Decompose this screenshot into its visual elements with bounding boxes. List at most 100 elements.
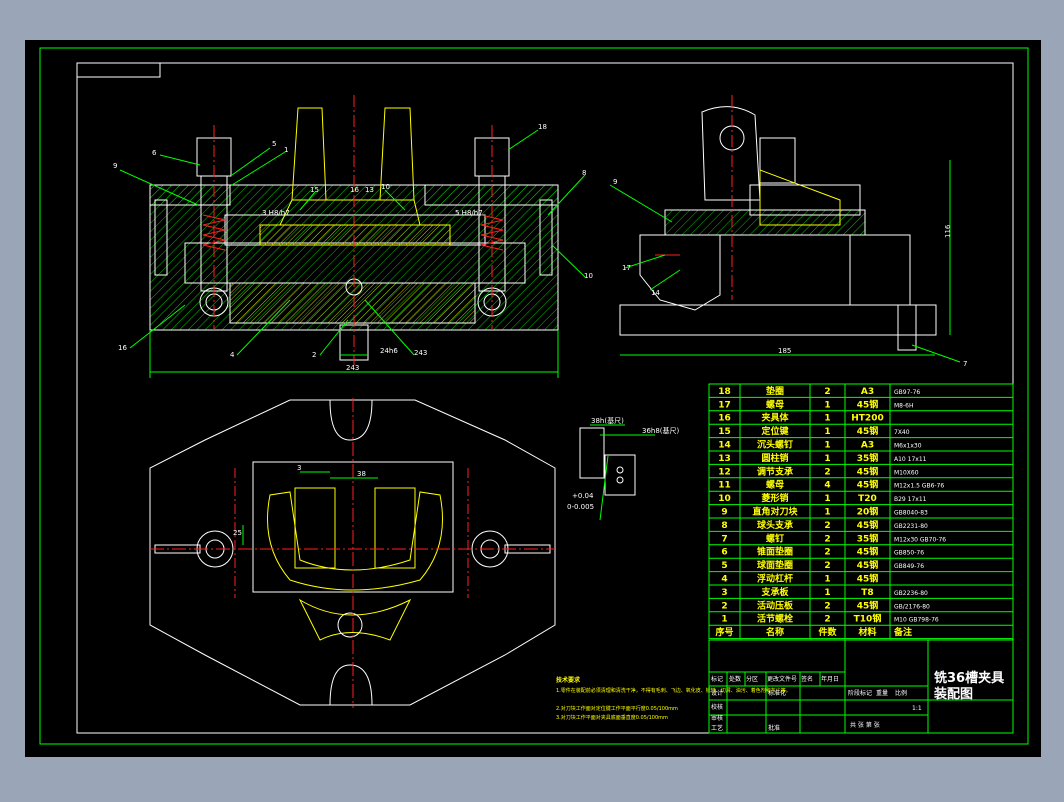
side-view-labels: 9 17 14 7 116 185 <box>613 178 967 368</box>
bom-name-17: 螺母 <box>766 398 784 410</box>
tb-cell-1: 处数 <box>729 675 741 683</box>
bom-name-16: 夹具体 <box>761 412 789 424</box>
bom-qty-14: 1 <box>824 441 830 451</box>
bom-mat-15: 45钢 <box>857 425 879 437</box>
bom-qty-5: 2 <box>824 561 830 571</box>
bom-no-8: 8 <box>721 521 727 531</box>
tech-line-2: 3.对刀块工作平面对夹具底面垂直度0.05/100mm <box>556 714 668 721</box>
bom-mat-14: A3 <box>861 441 874 451</box>
bom-note-14: M6x1x30 <box>894 443 922 450</box>
bom-mat-9: 20钢 <box>857 506 879 518</box>
bom-no-1: 1 <box>721 615 727 625</box>
bom-name-10: 菱形销 <box>761 492 788 504</box>
callout-0: 38h(基尺) <box>591 416 624 425</box>
title-block: 标记 处数 分区 更改文件号 签名 年月日 标准化 设计 校核 审核 工艺 批准… <box>708 639 1014 734</box>
bom-mat-18: A3 <box>861 387 874 397</box>
tb-cell-7: 设计 <box>711 689 723 697</box>
front-leader-14: 16 <box>118 344 127 352</box>
bom-note-10: B29 17x11 <box>894 496 927 503</box>
front-leader-2: 1 <box>284 146 288 154</box>
front-leader-11: 8 <box>582 169 586 177</box>
bom-mat-1: T10钢 <box>854 613 882 625</box>
bom-note-8: GB2231-80 <box>894 523 928 530</box>
top-dim-2: 25 <box>233 529 242 537</box>
front-view-labels: 6 5 1 9 15 16 13 10 3 H8/h7 5 H8/h7 18 8… <box>113 123 593 372</box>
tb-cell-0: 标记 <box>711 675 723 683</box>
tb-cell-15: 1:1 <box>912 705 922 712</box>
top-dim-1: 38 <box>357 470 366 478</box>
tb-cell-13: 重量 <box>876 689 888 697</box>
bom-no-12: 12 <box>718 467 731 477</box>
tb-cell-8: 校核 <box>711 703 723 711</box>
bom-name-2: 活动压板 <box>757 599 794 611</box>
bom-header-qty: 件数 <box>818 626 837 638</box>
bom-no-5: 5 <box>721 561 727 571</box>
bom-name-5: 球面垫圈 <box>757 559 793 571</box>
front-leader-16: 2 <box>312 351 316 359</box>
bom-note-3: GB2236-80 <box>894 590 928 597</box>
tb-cell-5: 年月日 <box>821 675 839 683</box>
bom-qty-12: 2 <box>824 467 830 477</box>
front-leader-10: 18 <box>538 123 547 131</box>
front-leader-9: 5 H8/h7 <box>455 209 483 217</box>
bom-mat-4: 45钢 <box>857 573 879 585</box>
bom-mat-17: 45钢 <box>857 398 879 410</box>
bom-mat-12: 45钢 <box>857 465 879 477</box>
bom-name-9: 直角对刀块 <box>752 506 798 518</box>
bom-no-6: 6 <box>721 548 727 558</box>
side-view <box>609 95 961 363</box>
bom-qty-4: 1 <box>824 575 830 585</box>
front-leader-15: 24h6 <box>380 347 398 355</box>
callout-2: +0.04 <box>572 492 594 500</box>
bom-name-14: 沉头螺钉 <box>757 439 793 451</box>
bom-mat-5: 45钢 <box>857 559 879 571</box>
top-view <box>149 398 556 708</box>
side-width-dim: 185 <box>778 347 791 355</box>
bom-qty-10: 1 <box>824 494 830 504</box>
bom-mat-16: HT200 <box>851 414 883 424</box>
bom-name-6: 锥面垫圈 <box>757 546 793 558</box>
tb-cell-11: 批准 <box>768 724 780 732</box>
outer-frame <box>39 47 1029 745</box>
bom-frame <box>708 383 1014 640</box>
bom-mat-7: 35钢 <box>857 532 879 544</box>
bom-note-1: M10 GB798-76 <box>894 617 939 624</box>
tb-cell-3: 更改文件号 <box>767 675 797 683</box>
bom-mat-6: 45钢 <box>857 546 879 558</box>
bom-qty-1: 2 <box>824 615 830 625</box>
bom-qty-7: 2 <box>824 534 830 544</box>
bom-no-4: 4 <box>721 575 727 585</box>
bom-header-no: 序号 <box>715 626 733 638</box>
bom-note-11: M12x1.5 GB6-76 <box>894 483 944 490</box>
tb-cell-12: 阶段标记 <box>848 689 872 697</box>
bom-note-6: GB850-76 <box>894 550 924 557</box>
bom-name-4: 浮动杠杆 <box>757 573 793 585</box>
bom-qty-3: 1 <box>824 588 830 598</box>
bom-mat-10: T20 <box>858 494 877 504</box>
callout-1: 36h8(基尺) <box>642 426 680 435</box>
setting-block-detail: 38h(基尺) 36h8(基尺) +0.04 0-0.005 <box>567 416 680 521</box>
front-leader-13: 4 <box>230 351 235 359</box>
side-leader-3: 7 <box>963 360 967 368</box>
bom-qty-6: 2 <box>824 548 830 558</box>
bom-name-15: 定位键 <box>760 425 789 437</box>
front-leader-0: 6 <box>152 149 157 157</box>
bom-qty-11: 4 <box>824 481 830 491</box>
bom-note-15: 7X40 <box>894 429 910 436</box>
front-leader-3: 9 <box>113 162 117 170</box>
front-view <box>119 95 586 378</box>
bom-qty-9: 1 <box>824 508 830 518</box>
front-leader-4: 15 <box>310 186 319 194</box>
front-leader-12: 10 <box>584 272 593 280</box>
bom-name-11: 螺母 <box>766 479 784 491</box>
bom-qty-18: 2 <box>824 387 830 397</box>
bom-no-14: 14 <box>718 441 731 451</box>
tech-requirements: 技术要求 1.零件在装配前必须清理和清洗干净，不得有毛刺、飞边、氧化皮、锈蚀、切… <box>556 676 791 721</box>
side-height-dim: 116 <box>944 224 952 238</box>
bom-note-5: GB849-76 <box>894 563 924 570</box>
bom-note-17: M8-6H <box>894 402 914 409</box>
tb-cell-2: 分区 <box>746 675 758 683</box>
top-dim-0: 3 <box>297 464 301 472</box>
tech-line-0: 1.零件在装配前必须清理和清洗干净，不得有毛刺、飞边、氧化皮、锈蚀、切屑、油污、… <box>556 687 791 694</box>
